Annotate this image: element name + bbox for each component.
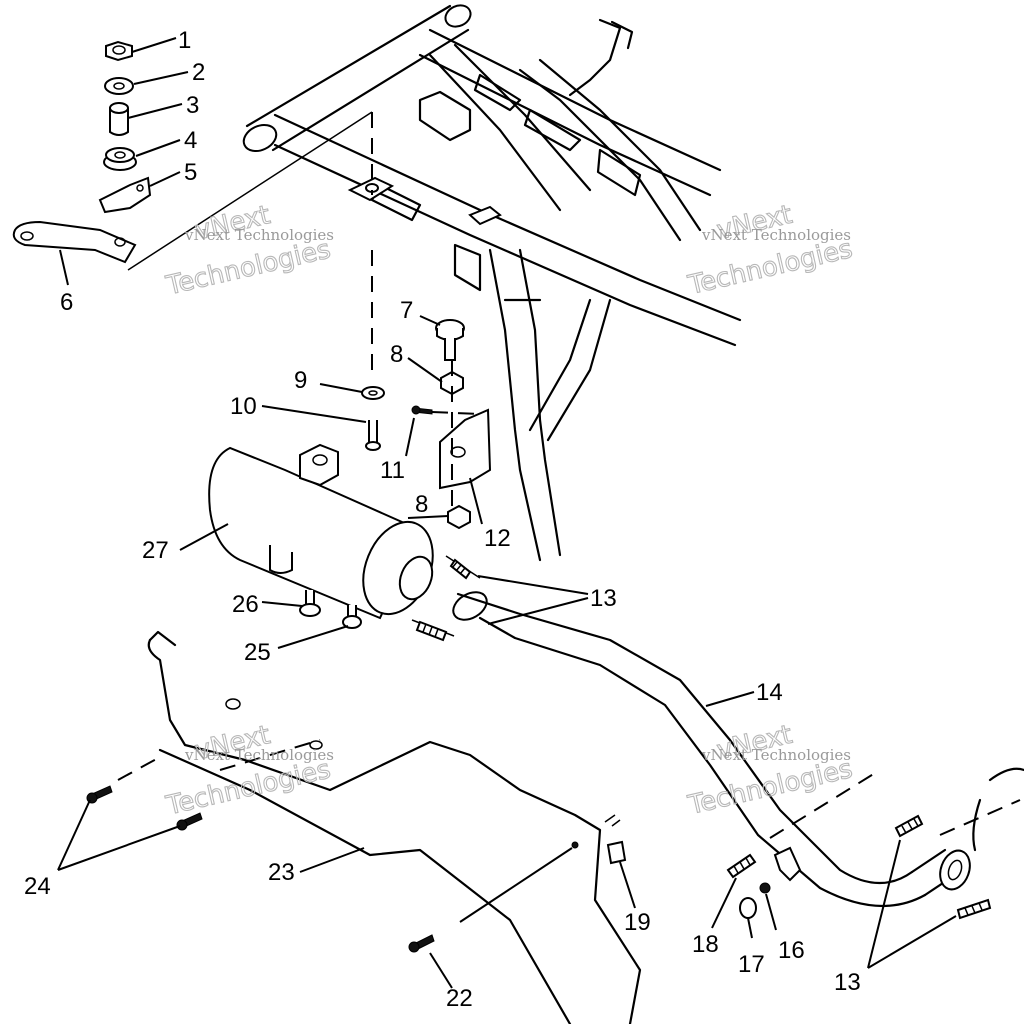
callout-24: 24 <box>24 873 51 900</box>
callout-10: 10 <box>230 393 257 420</box>
callout-13-lower: 13 <box>834 969 861 996</box>
callout-8-lower: 8 <box>415 491 428 518</box>
mount-washer <box>104 77 134 95</box>
watermark-bottom-right: vNext Technologies <box>684 719 856 821</box>
mount-spacer <box>109 102 129 136</box>
callout-8-upper: 8 <box>390 341 403 368</box>
callout-25: 25 <box>244 639 271 666</box>
watermark-line: vNext Technologies <box>701 746 851 764</box>
watermark-top-left: vNext Technologies <box>162 200 334 302</box>
watermark-top-right: vNext Technologies <box>684 199 856 301</box>
callout-12: 12 <box>484 525 511 552</box>
support-strap <box>12 220 137 264</box>
callout-7: 7 <box>400 297 413 324</box>
spring-lower <box>411 619 455 642</box>
head-pipe <box>452 591 1024 908</box>
watermark-brand-bottom: Technologies <box>163 754 333 821</box>
clip-19 <box>604 814 627 865</box>
callout-27: 27 <box>142 537 169 564</box>
muffler-screw-26 <box>299 590 321 617</box>
callout-3: 3 <box>186 92 199 119</box>
callout-9: 9 <box>294 367 307 394</box>
spring-right-lower <box>956 898 992 920</box>
shield-screw-22 <box>408 934 435 953</box>
callout-5: 5 <box>184 159 197 186</box>
mount-bracket <box>98 176 152 214</box>
callout-23: 23 <box>268 859 295 886</box>
callout-6: 6 <box>60 289 73 316</box>
rubber-mount-bolt <box>435 319 465 361</box>
callout-16: 16 <box>778 937 805 964</box>
washer-17 <box>739 897 757 919</box>
nut-lower <box>447 504 471 530</box>
cap-screw <box>365 420 381 451</box>
spring-left <box>726 853 757 879</box>
watermark-line: vNext Technologies <box>184 746 334 764</box>
callout-13-upper: 13 <box>590 585 617 612</box>
callout-18: 18 <box>692 931 719 958</box>
callout-26: 26 <box>232 591 259 618</box>
watermark-line: vNext Technologies <box>701 226 851 244</box>
watermark-brand-bottom: Technologies <box>685 234 855 301</box>
callout-19: 19 <box>624 909 651 936</box>
rubber-grommet <box>103 147 137 171</box>
callout-14: 14 <box>756 679 783 706</box>
callout-1: 1 <box>178 27 191 54</box>
spring-right-upper <box>894 814 924 838</box>
shield-screw-lower <box>176 812 203 831</box>
nut-16 <box>759 882 771 894</box>
watermark-line: vNext Technologies <box>184 226 334 244</box>
muffler-screw-25 <box>342 605 362 629</box>
callout-4: 4 <box>184 127 197 154</box>
callout-17: 17 <box>738 951 765 978</box>
leader-lines <box>57 37 957 989</box>
callout-numbers: 1 2 3 4 5 6 7 8 8 9 10 11 12 13 14 27 26… <box>24 27 861 1012</box>
muffler-bracket <box>439 408 492 490</box>
callout-22: 22 <box>446 985 473 1012</box>
watermark-bottom-left: vNext Technologies <box>162 720 334 822</box>
flat-washer <box>361 386 385 400</box>
mount-nut <box>105 40 133 62</box>
spring-upper <box>445 555 481 580</box>
watermark-brand-bottom: Technologies <box>163 234 333 301</box>
heat-shield <box>147 630 642 1024</box>
small-screw <box>411 405 433 415</box>
callout-2: 2 <box>192 59 205 86</box>
callout-11: 11 <box>380 457 405 484</box>
muffler <box>208 443 434 620</box>
